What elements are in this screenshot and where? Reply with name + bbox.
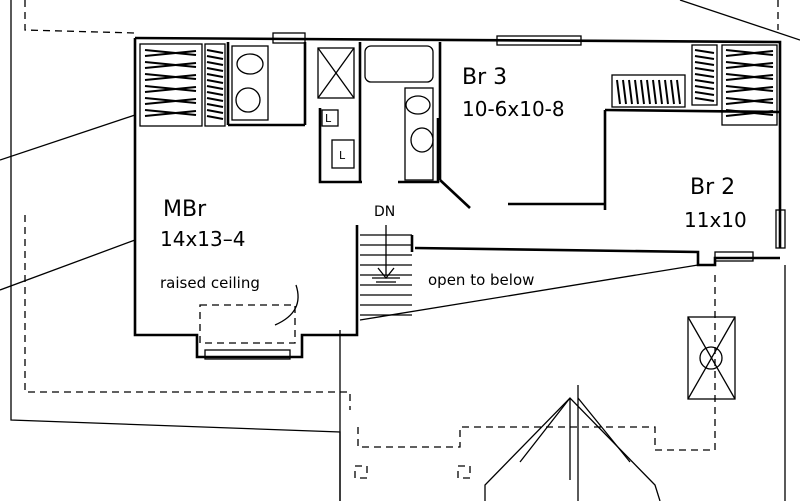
room-name-bedroom2: Br 2 bbox=[690, 175, 735, 200]
closet-hanger bbox=[206, 115, 224, 120]
closet-hanger bbox=[664, 79, 669, 105]
closet-hanger bbox=[694, 73, 715, 78]
open-to-below-label: open to below bbox=[428, 271, 534, 289]
overhang-dashed bbox=[24, 0, 779, 479]
raised-ceiling-outline bbox=[199, 284, 299, 344]
raised-ceiling-label: raised ceiling bbox=[160, 274, 260, 292]
closet-hanger bbox=[616, 79, 621, 105]
closet-hanger bbox=[206, 67, 224, 72]
walls bbox=[133, 36, 782, 359]
closet-hanger bbox=[144, 86, 197, 93]
closet-hanger bbox=[206, 73, 224, 78]
closet-hanger bbox=[144, 62, 197, 69]
room-size-bedroom3: 10-6x10-8 bbox=[462, 97, 565, 121]
closet-hanger bbox=[144, 110, 197, 117]
room-name-bedroom3: Br 3 bbox=[462, 65, 507, 90]
closet-hanger bbox=[634, 79, 639, 105]
closet-hanger bbox=[676, 79, 681, 105]
closet-hanger bbox=[640, 79, 645, 105]
closet-hanger bbox=[622, 79, 627, 105]
closet-hanger bbox=[694, 67, 715, 72]
windows bbox=[204, 32, 786, 360]
closet-hanger bbox=[725, 74, 774, 81]
closet-hanger bbox=[206, 49, 224, 54]
closet-hanger bbox=[144, 74, 197, 81]
closet-hanger bbox=[694, 61, 715, 66]
linen-closet-label-a: L bbox=[325, 112, 332, 125]
closet-hanger bbox=[694, 85, 715, 90]
closet-hanger bbox=[694, 79, 715, 84]
closet-hanger bbox=[206, 61, 224, 66]
closet-hanger bbox=[658, 79, 663, 105]
room-size-master: 14x13–4 bbox=[160, 227, 245, 251]
room-size-bedroom2: 11x10 bbox=[684, 208, 747, 232]
closet-hanger bbox=[694, 91, 715, 96]
closet-hanger bbox=[694, 97, 715, 102]
room-name-master: MBr bbox=[163, 197, 207, 222]
closet-hanger bbox=[670, 79, 675, 105]
closet-hanger bbox=[144, 50, 197, 57]
closet-hanger bbox=[206, 109, 224, 114]
stair-direction-label: DN bbox=[374, 204, 395, 220]
closet-hangers bbox=[144, 49, 774, 120]
closet-hanger bbox=[725, 110, 774, 117]
closet-hanger bbox=[652, 79, 657, 105]
closet-hanger bbox=[206, 103, 224, 108]
closet-hanger bbox=[694, 55, 715, 60]
closet-hanger bbox=[725, 86, 774, 93]
closet-hanger bbox=[206, 97, 224, 102]
closet-hanger bbox=[206, 85, 224, 90]
closet-hanger bbox=[646, 79, 651, 105]
stair bbox=[360, 225, 412, 316]
closets bbox=[139, 43, 778, 127]
closet-hanger bbox=[206, 91, 224, 96]
closet-hanger bbox=[144, 98, 197, 105]
closet-hanger bbox=[694, 49, 715, 54]
open-below-outline bbox=[359, 264, 736, 400]
closet-hanger bbox=[725, 50, 774, 57]
closet-hanger bbox=[725, 98, 774, 105]
closet-hanger bbox=[628, 79, 633, 105]
bath-fixtures bbox=[231, 45, 434, 181]
closet-hanger bbox=[206, 55, 224, 60]
linen-closet-label-b: L bbox=[339, 149, 346, 162]
closet-hanger bbox=[725, 62, 774, 69]
closet-hanger bbox=[206, 79, 224, 84]
